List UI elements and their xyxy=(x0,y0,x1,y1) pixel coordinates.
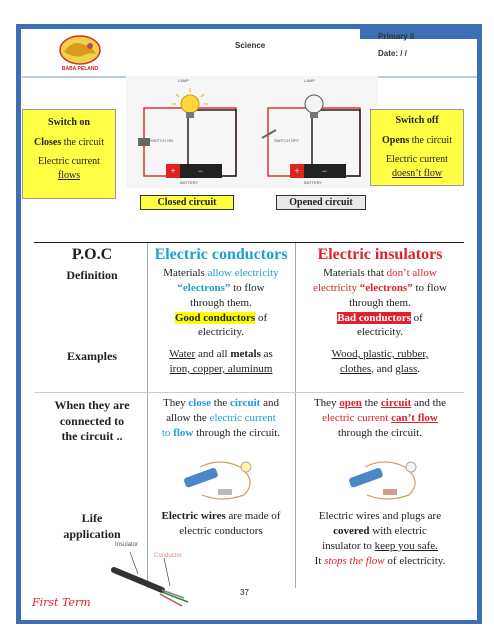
insulator-label: Insulator xyxy=(115,542,139,548)
examples-insulators: Wood, plastic, rubber, clothes, and glas… xyxy=(331,348,429,375)
table-top-border xyxy=(34,242,464,243)
life-conductors: Electric wires are made of electric cond… xyxy=(161,510,281,537)
page-number: 37 xyxy=(240,588,249,597)
definition-conductors: Materials allow electricity “electrons” … xyxy=(163,267,279,339)
switch-off-callout: Switch off Opens the circuit Electric cu… xyxy=(370,109,464,186)
callout-bold: Closes xyxy=(34,136,62,148)
row-divider xyxy=(34,392,464,393)
row-label-connected: When they are connected to the circuit .… xyxy=(54,398,130,444)
callout-title: Switch on xyxy=(48,117,90,128)
svg-text:−: − xyxy=(198,166,203,176)
row-label-examples: Examples xyxy=(66,349,117,363)
examples-conductors: Water and all metals as iron, copper, al… xyxy=(169,348,273,375)
row-label-definition: Definition xyxy=(66,268,118,282)
logo-text: BABA PELAND xyxy=(61,66,99,72)
battery-label: BATTERY xyxy=(304,180,323,185)
callout-text: flows xyxy=(57,169,81,181)
callout-text: the circuit xyxy=(61,136,104,148)
switch-on-label: SWITCH ON xyxy=(150,138,173,143)
callout-title: Switch off xyxy=(395,115,439,126)
insulators-header: Electric insulators xyxy=(317,246,443,263)
callout-text: doesn’t flow xyxy=(391,167,443,179)
svg-text:−: − xyxy=(322,166,327,176)
open-circuit-photo xyxy=(349,461,417,500)
callout-text: Electric current xyxy=(386,154,448,165)
grade-label: Primary 6 xyxy=(378,32,415,41)
page-frame-top xyxy=(16,24,482,29)
term-label: First Term xyxy=(32,596,91,609)
switch-on-callout: Switch on Closes the circuit Electric cu… xyxy=(22,109,116,199)
svg-text:+: + xyxy=(294,166,299,176)
svg-text:+: + xyxy=(170,166,175,176)
closed-circuit-photo xyxy=(184,461,252,500)
definition-insulators: Materials that don’t allow electricity “… xyxy=(313,267,447,339)
battery-label: BATTERY xyxy=(180,180,199,185)
subject-label: Science xyxy=(235,41,266,50)
row-label-life: Life application xyxy=(63,511,121,541)
conductors-header: Electric conductors xyxy=(154,246,288,263)
closed-circuit-tag: Closed circuit xyxy=(140,195,234,210)
lamp-label: LAMP xyxy=(304,78,315,83)
circuit-illustration: + − + − LAMP LAMP SWITCH ON SWITCH OFF B… xyxy=(126,76,378,188)
page-frame-right xyxy=(477,24,482,624)
life-insulators: Electric wires and plugs are covered wit… xyxy=(314,510,446,567)
table-col-divider xyxy=(147,243,148,588)
page-frame-bottom xyxy=(16,620,482,624)
connected-conductors: They close the circuit and allow the ele… xyxy=(161,397,281,439)
conductor-label: Conductor xyxy=(154,553,182,559)
header-accent-bar xyxy=(360,29,477,39)
opened-circuit-tag: Opened circuit xyxy=(276,195,366,210)
callout-text: Electric current xyxy=(38,156,100,167)
poc-header: P.O.C xyxy=(71,246,113,263)
lamp-label: LAMP xyxy=(178,78,189,83)
date-label: Date: / / xyxy=(378,49,407,58)
switch-off-label: SWITCH OFF xyxy=(274,138,299,143)
electric-wire-illustration xyxy=(111,551,189,607)
table-col-divider xyxy=(295,243,296,588)
page-frame-left xyxy=(16,24,21,624)
school-logo-icon xyxy=(59,35,101,65)
callout-text: the circuit xyxy=(409,134,452,146)
connected-insulators: They open the circuit and the electric c… xyxy=(313,397,447,439)
callout-bold: Opens xyxy=(382,134,410,146)
